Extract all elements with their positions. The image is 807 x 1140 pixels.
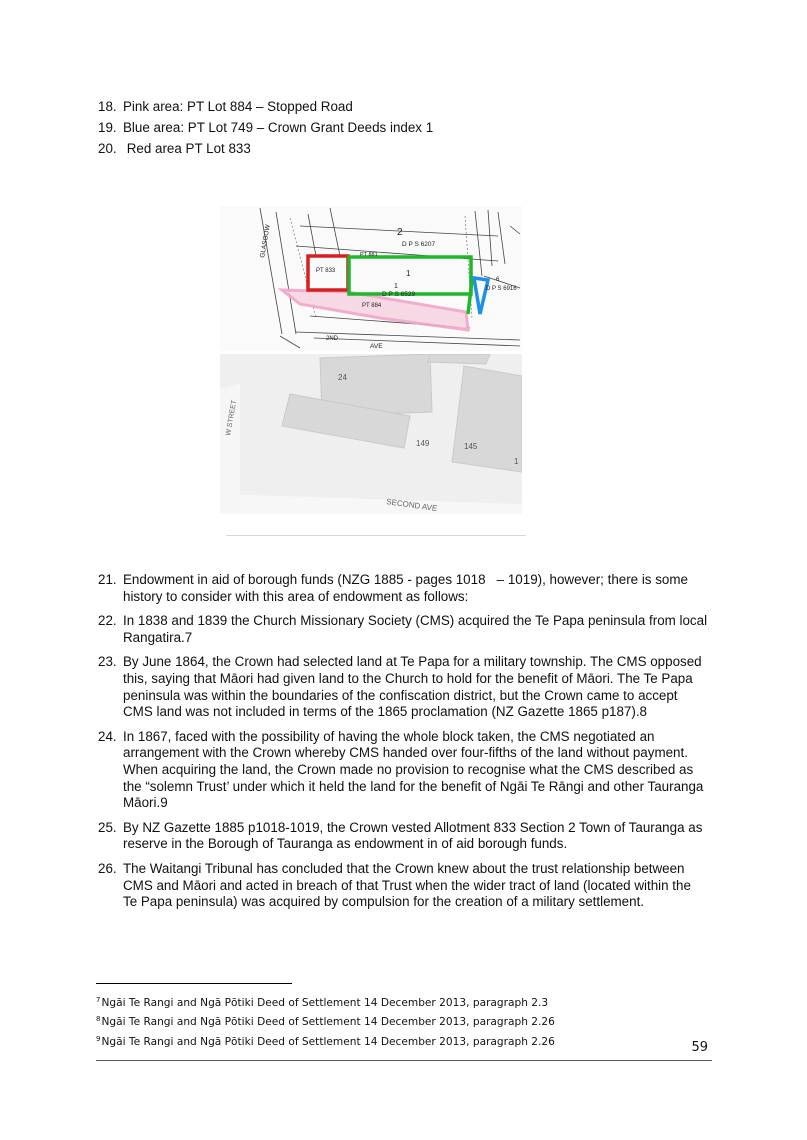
list-item: 23. By June 1864, the Crown had selected…: [98, 654, 708, 720]
lot-6-label: 6: [496, 277, 500, 283]
area-legend-list: 18. Pink area: PT Lot 884 – Stopped Road…: [98, 96, 718, 159]
list-number: 23.: [98, 654, 117, 670]
dp-6916-label: D P S 6916: [486, 286, 517, 292]
site-figure: GLASGOW 2 D P S 6207 PT 881 PT 833 1 1 D…: [220, 206, 526, 536]
footnote-separator: [96, 983, 292, 984]
building-149-label: 149: [416, 439, 430, 448]
footnote-text: Ngāi Te Rangi and Ngā Pōtiki Deed of Set…: [101, 1016, 555, 1029]
list-item: 21. Endowment in aid of borough funds (N…: [98, 572, 708, 605]
history-list: 21. Endowment in aid of borough funds (N…: [98, 572, 708, 919]
list-number: 21.: [98, 572, 117, 587]
footnote: 9Ngāi Te Rangi and Ngā Pōtiki Deed of Se…: [96, 1031, 555, 1050]
page-number: 59: [691, 1040, 708, 1055]
building-145-label: 145: [464, 442, 478, 451]
list-item: 18. Pink area: PT Lot 884 – Stopped Road: [98, 96, 718, 117]
footnote-text: Ngāi Te Rangi and Ngā Pōtiki Deed of Set…: [101, 997, 549, 1009]
list-item: 20. Red area PT Lot 833: [98, 138, 718, 159]
footer-rule: [96, 1060, 712, 1061]
figure-divider: [226, 535, 526, 536]
footnote-mark: 8: [96, 1015, 101, 1024]
list-text: Endowment in aid of borough funds (NZG 1…: [123, 572, 692, 604]
avenue-label: AVE: [370, 343, 383, 350]
dp-6529-label: D P S 6529: [382, 291, 416, 298]
footnote-text: Ngāi Te Rangi and Ngā Pōtiki Deed of Set…: [101, 1035, 555, 1048]
list-text: The Waitangi Tribunal has concluded that…: [123, 860, 691, 910]
footnote: 8Ngāi Te Rangi and Ngā Pōtiki Deed of Se…: [96, 1011, 555, 1030]
list-text: Blue area: PT Lot 749 – Crown Grant Deed…: [123, 120, 434, 135]
second-avenue-label: 2ND: [326, 336, 339, 342]
list-text: In 1867, faced with the possibility of h…: [123, 728, 704, 811]
footnote-mark: 7: [96, 996, 101, 1004]
list-number: 26.: [98, 860, 117, 876]
lot-1-label-secondary: 1: [394, 283, 398, 290]
list-item: 24. In 1867, faced with the possibility …: [98, 729, 708, 812]
lot-2-label: 2: [397, 227, 403, 238]
list-number: 25.: [98, 819, 117, 835]
footnotes: 7Ngāi Te Rangi and Ngā Pōtiki Deed of Se…: [96, 992, 555, 1050]
pt-833-label: PT 833: [316, 268, 336, 274]
list-number: 20.: [98, 141, 117, 156]
list-item: 22. In 1838 and 1839 the Church Missiona…: [98, 613, 708, 646]
list-number: 24.: [98, 728, 117, 744]
footnote-mark: 9: [96, 1034, 101, 1043]
list-text: Red area PT Lot 833: [123, 141, 251, 156]
list-item: 26. The Waitangi Tribunal has concluded …: [98, 861, 708, 911]
survey-plan: GLASGOW 2 D P S 6207 PT 881 PT 833 1 1 D…: [220, 206, 522, 351]
pt-884-label: PT 884: [362, 303, 382, 309]
lot-1-label: 1: [406, 269, 411, 278]
list-text: In 1838 and 1839 the Church Missionary S…: [123, 613, 708, 645]
building-24-label: 24: [338, 373, 347, 382]
list-text: By NZ Gazette 1885 p1018-1019, the Crown…: [123, 819, 703, 852]
pt-881-label: PT 881: [360, 252, 378, 258]
list-number: 18.: [98, 99, 117, 114]
footnote: 7Ngāi Te Rangi and Ngā Pōtiki Deed of Se…: [96, 992, 555, 1011]
list-text: Pink area: PT Lot 884 – Stopped Road: [123, 99, 353, 114]
list-text: By June 1864, the Crown had selected lan…: [123, 654, 702, 720]
building-1-label: 1: [514, 457, 519, 466]
list-number: 19.: [98, 120, 117, 135]
list-item: 19. Blue area: PT Lot 749 – Crown Grant …: [98, 117, 718, 138]
list-item: 25. By NZ Gazette 1885 p1018-1019, the C…: [98, 820, 708, 853]
street-map: 24 W STREET 149 145 1 SECOND AVE: [220, 354, 522, 514]
dp-6207-label: D P S 6207: [402, 241, 436, 248]
list-number: 22.: [98, 613, 117, 629]
